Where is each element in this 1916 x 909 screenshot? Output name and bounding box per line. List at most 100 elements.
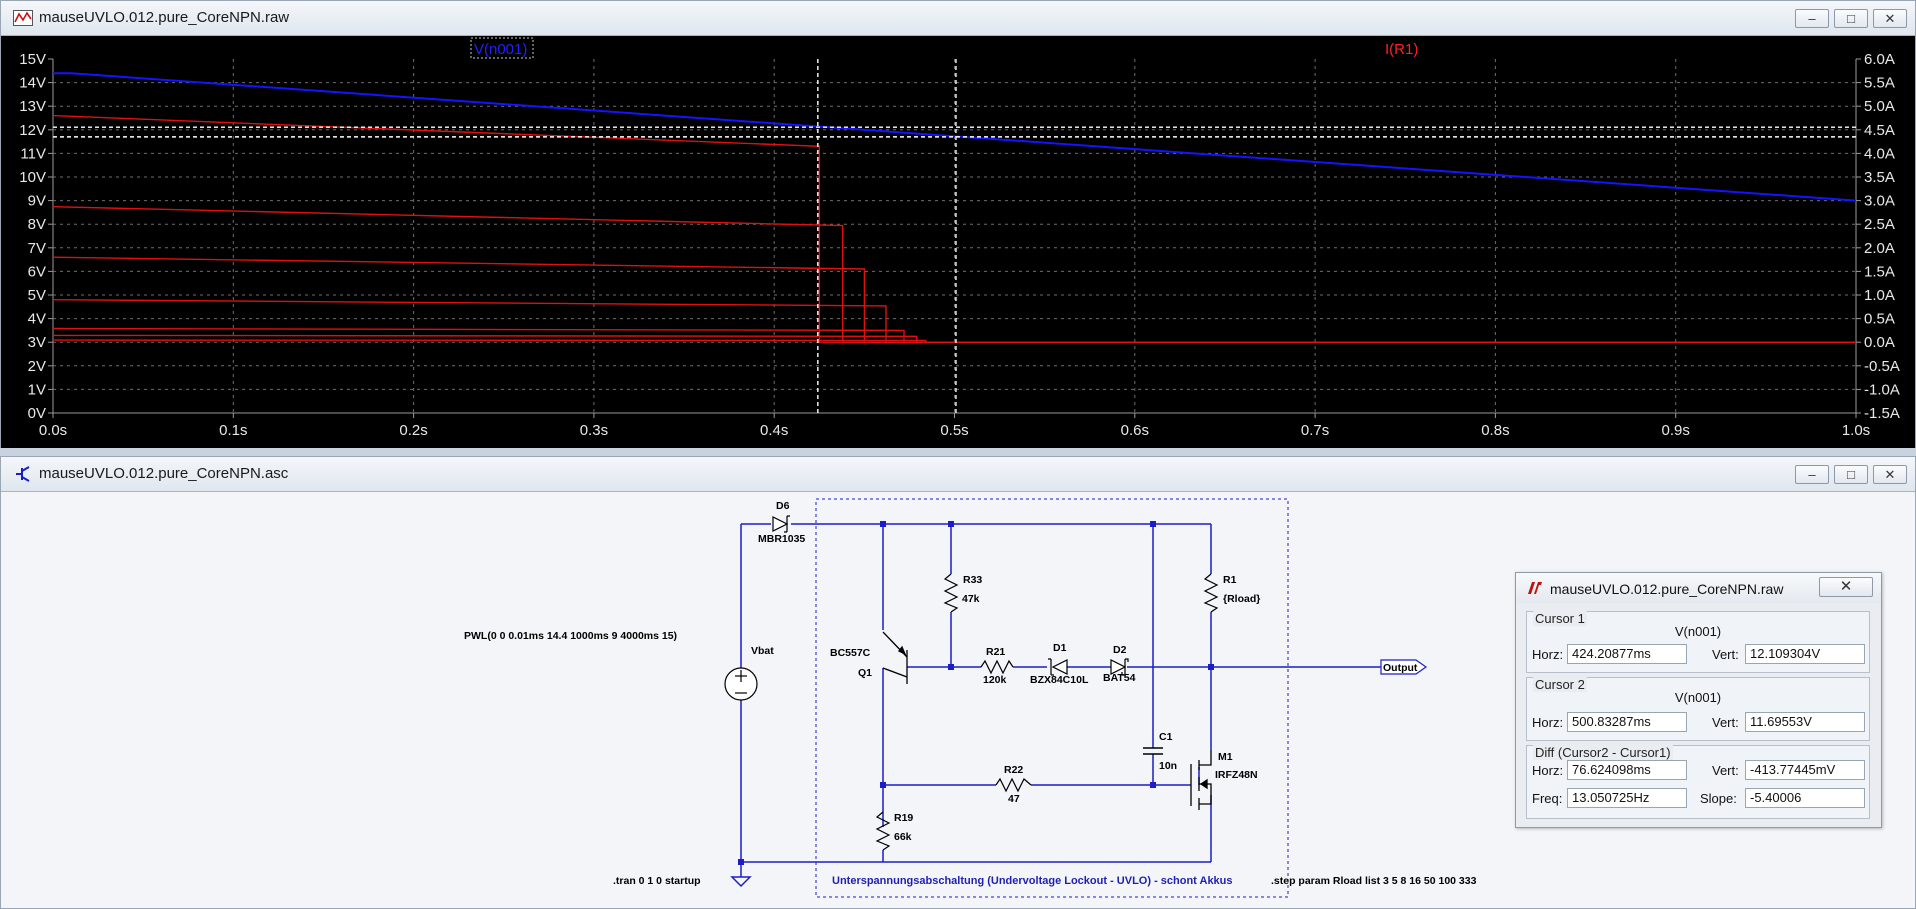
label-r19-value: 66k xyxy=(894,831,912,843)
zener-d1[interactable] xyxy=(1048,658,1068,676)
maximize-button[interactable]: □ xyxy=(1834,465,1868,484)
x-tick-label: 0.3s xyxy=(580,422,608,439)
y-tick-right: 1.5A xyxy=(1864,263,1895,280)
ltspice-icon xyxy=(1528,582,1542,594)
close-button[interactable]: ✕ xyxy=(1873,465,1907,484)
y-tick-left: 10V xyxy=(19,169,46,186)
diff-horz-field[interactable]: 76.624098ms xyxy=(1567,760,1687,780)
close-icon: ✕ xyxy=(1839,578,1853,595)
resistor-r1[interactable] xyxy=(1203,573,1219,613)
label-d6: D6 xyxy=(776,500,790,512)
minimize-button[interactable]: – xyxy=(1795,465,1829,484)
cursor2-horz-field[interactable]: 500.83287ms xyxy=(1567,712,1687,732)
resistor-r21[interactable] xyxy=(980,659,1014,675)
resistor-r19[interactable] xyxy=(875,811,891,851)
x-tick-label: 0.7s xyxy=(1301,422,1329,439)
label-r33-value: 47k xyxy=(962,593,980,605)
y-tick-left: 9V xyxy=(28,193,46,210)
diff-vert-field[interactable]: -413.77445mV xyxy=(1745,760,1865,780)
label-d2: D2 xyxy=(1113,644,1127,656)
cursor-dialog-title: mauseUVLO.012.pure_CoreNPN.raw xyxy=(1550,581,1784,597)
cursor1-horz-field[interactable]: 424.20877ms xyxy=(1567,644,1687,664)
y-tick-right: 2.0A xyxy=(1864,240,1895,257)
voltage-source-vbat[interactable] xyxy=(724,667,758,701)
cursor1-vert-field[interactable]: 12.109304V xyxy=(1745,644,1865,664)
cursor2-group: Cursor 2 V(n001) Horz: 500.83287ms Vert:… xyxy=(1526,677,1870,741)
cursor-dialog-titlebar[interactable]: mauseUVLO.012.pure_CoreNPN.raw ✕ xyxy=(1516,573,1881,603)
capacitor-c1[interactable] xyxy=(1143,747,1163,755)
waveform-window-title: mauseUVLO.012.pure_CoreNPN.raw xyxy=(39,9,290,26)
y-tick-left: 4V xyxy=(28,311,46,328)
label-r21: R21 xyxy=(986,646,1005,658)
schematic-caption: Unterspannungsabschaltung (Undervoltage … xyxy=(832,875,1233,887)
y-tick-left: 14V xyxy=(19,75,46,92)
directive-step[interactable]: .step param Rload list 3 5 8 16 50 100 3… xyxy=(1271,875,1477,887)
x-tick-label: 0.1s xyxy=(219,422,247,439)
label-m1: M1 xyxy=(1218,751,1233,763)
maximize-button[interactable]: □ xyxy=(1834,9,1868,28)
y-tick-left: 3V xyxy=(28,334,46,351)
y-tick-right: 2.5A xyxy=(1864,216,1895,233)
diff-slope-field[interactable]: -5.40006 xyxy=(1745,788,1865,808)
directive-tran[interactable]: .tran 0 1 0 startup xyxy=(613,875,701,887)
output-port[interactable] xyxy=(1380,659,1428,675)
label-output: Output xyxy=(1383,662,1418,674)
cursor2-trace: V(n001) xyxy=(1674,690,1722,705)
label-d6-value: MBR1035 xyxy=(758,533,805,545)
y-tick-left: 11V xyxy=(20,145,46,162)
y-tick-right: -0.5A xyxy=(1864,358,1900,375)
x-tick-label: 0.8s xyxy=(1481,422,1509,439)
trace-label-box xyxy=(470,37,534,59)
y-tick-right: -1.5A xyxy=(1864,405,1900,422)
diff-freq-field[interactable]: 13.050725Hz xyxy=(1567,788,1687,808)
close-icon: ✕ xyxy=(1884,467,1896,482)
series-current-line-7 xyxy=(52,339,1856,343)
cursor1-trace: V(n001) xyxy=(1674,624,1722,639)
resistor-r22[interactable] xyxy=(995,777,1032,793)
y-tick-left: 12V xyxy=(19,122,46,139)
y-tick-right: 3.5A xyxy=(1864,169,1895,186)
label-q1: Q1 xyxy=(858,667,872,679)
schematic-app-icon xyxy=(16,466,30,482)
waveform-window: mauseUVLO.012.pure_CoreNPN.raw – □ ✕ 15V… xyxy=(0,0,1916,448)
label-r33: R33 xyxy=(963,574,982,586)
trace-label-current[interactable]: I(R1) xyxy=(1385,41,1418,58)
y-tick-right: 4.5A xyxy=(1864,122,1895,139)
label-c1-value: 10n xyxy=(1159,760,1177,772)
diff-slope-label: Slope: xyxy=(1700,791,1737,806)
x-tick-label: 0.4s xyxy=(760,422,788,439)
minimize-button[interactable]: – xyxy=(1795,9,1829,28)
y-tick-left: 1V xyxy=(28,381,46,398)
schematic-titlebar[interactable]: mauseUVLO.012.pure_CoreNPN.asc – □ ✕ xyxy=(1,457,1915,492)
y-tick-right: 3.0A xyxy=(1864,193,1895,210)
x-tick-label: 0.6s xyxy=(1121,422,1149,439)
label-r19: R19 xyxy=(894,812,913,824)
cursor1-vert-label: Vert: xyxy=(1712,647,1739,662)
y-tick-left: 15V xyxy=(19,51,46,68)
label-vbat: Vbat xyxy=(751,645,774,657)
diode-d6[interactable] xyxy=(772,515,790,533)
y-tick-left: 2V xyxy=(28,358,46,375)
close-button[interactable]: ✕ xyxy=(1873,9,1907,28)
y-tick-right: 5.0A xyxy=(1864,98,1895,115)
diff-label: Diff (Cursor2 - Cursor1) xyxy=(1533,745,1673,760)
uvlo-block-outline xyxy=(815,498,1289,898)
diode-d2[interactable] xyxy=(1110,658,1129,676)
mosfet-m1[interactable] xyxy=(1190,750,1212,810)
dialog-close-button[interactable]: ✕ xyxy=(1819,577,1873,597)
cursor2-vert-field[interactable]: 11.69553V xyxy=(1745,712,1865,732)
label-r1: R1 xyxy=(1223,574,1237,586)
waveform-titlebar[interactable]: mauseUVLO.012.pure_CoreNPN.raw – □ ✕ xyxy=(1,1,1915,36)
diff-group: Diff (Cursor2 - Cursor1) Horz: 76.624098… xyxy=(1526,745,1870,819)
y-tick-right: 5.5A xyxy=(1864,75,1895,92)
label-d1-value: BZX84C10L xyxy=(1030,674,1089,686)
resistor-r33[interactable] xyxy=(943,573,959,613)
trace-label-voltage[interactable]: V(n001) xyxy=(474,41,527,58)
schematic-window-title: mauseUVLO.012.pure_CoreNPN.asc xyxy=(39,465,289,482)
y-tick-left: 5V xyxy=(28,287,46,304)
maximize-icon: □ xyxy=(1847,467,1855,482)
transistor-q1[interactable] xyxy=(882,631,908,684)
close-icon: ✕ xyxy=(1884,11,1896,26)
y-tick-right: 6.0A xyxy=(1864,51,1895,68)
